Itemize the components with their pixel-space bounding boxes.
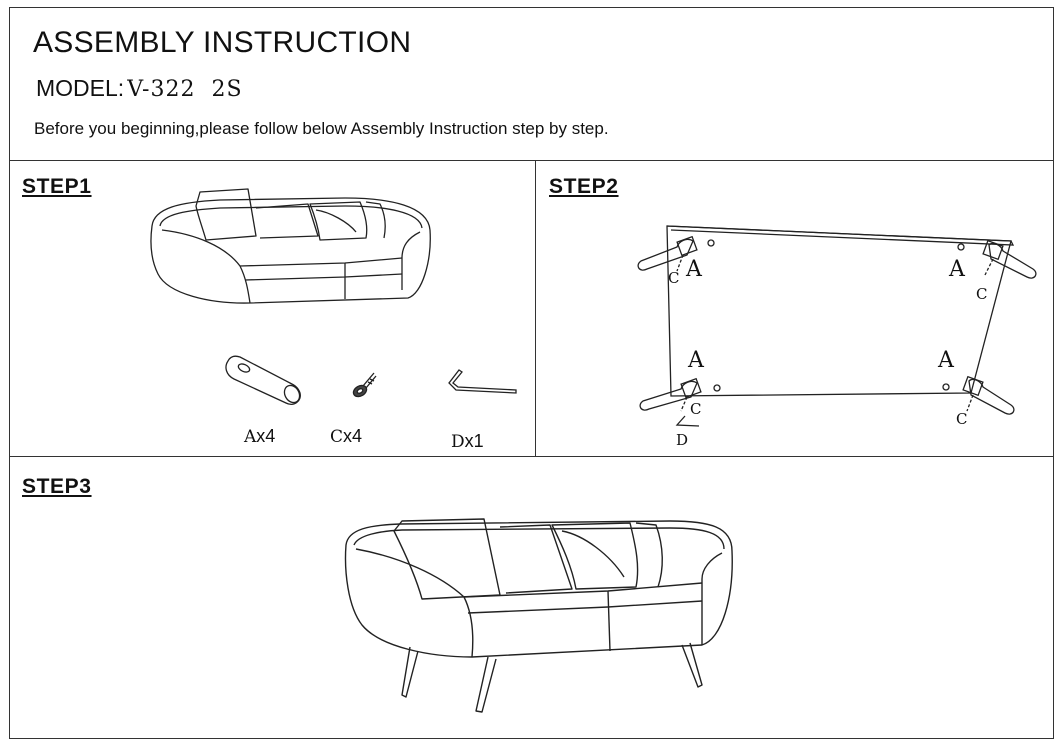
allen-key-part-d-icon [448,369,517,394]
screw-label-bottom-left: C [690,400,702,418]
leg-label-top-left: A [686,257,702,282]
leg-label-bottom-right: A [938,348,954,373]
step1-panel: STEP1 Ax4 [10,161,536,457]
model-label: MODEL: [36,75,125,101]
part-d-label: Dx1 [451,431,484,452]
step1-heading: STEP1 [22,175,92,198]
intro-text: Before you beginning,please follow below… [34,119,609,138]
step2-heading: STEP2 [549,175,619,198]
screw-label-top-left: C [668,269,680,287]
step3-panel: STEP3 [10,457,1053,738]
screw-label-top-right: C [976,285,988,303]
part-a-label: Ax4 [244,426,276,447]
screw-label-bottom-right: C [956,410,968,428]
screw-part-c-icon [352,372,377,398]
page-title: ASSEMBLY INSTRUCTION [33,26,412,59]
leg-bottom-left [639,377,702,427]
model-line: MODEL:V-322 2S [36,75,243,102]
model-value: V-322 2S [127,77,243,102]
leg-label-bottom-left: A [688,348,704,373]
sofa-without-legs-illustration [150,188,431,304]
leg-bottom-right [962,375,1015,415]
part-c-label: Cx4 [330,426,363,447]
header: ASSEMBLY INSTRUCTION MODEL:V-322 2S Befo… [10,8,1053,161]
assembled-sofa-illustration [344,518,733,713]
leg-top-left [637,235,698,272]
step2-panel: STEP2 [536,161,1053,457]
key-label-d: D [676,431,689,449]
sofa-base-frame-illustration [637,225,1037,427]
leg-part-a-illustration [225,355,301,405]
instruction-sheet: ASSEMBLY INSTRUCTION MODEL:V-322 2S Befo… [9,7,1054,739]
leg-label-top-right: A [949,257,965,282]
step3-heading: STEP3 [22,475,92,498]
leg-top-right [982,239,1037,279]
